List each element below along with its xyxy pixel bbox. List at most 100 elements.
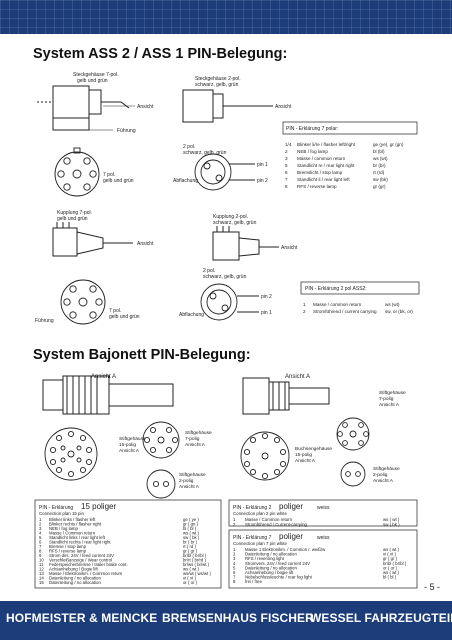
- pin15-row-15-desc: Datenleitung / no allocation: [49, 580, 101, 585]
- housing-2pol-top: [182, 89, 273, 123]
- pin7-title: PIN - Erklärung 7 polar:: [286, 126, 338, 132]
- svg-text:rt (rd): rt (rd): [373, 170, 385, 175]
- kupplung7-label-1: Kupplung 7-pol.: [57, 210, 92, 216]
- svg-text:bl (bl): bl (bl): [373, 149, 385, 154]
- buchse15-label-1: Buchsengehäuse: [295, 446, 332, 452]
- heading-ass-system: System ASS 2 / ASS 1 PIN-Belegung:: [33, 46, 288, 62]
- pin15-row-3-code: bl ( bl ): [183, 526, 197, 531]
- pin15-row-2-num: 2: [39, 522, 42, 527]
- svg-text:Standlicht li / rear light lef: Standlicht li / rear light left: [297, 177, 350, 182]
- pin15-row-12-desc: Achsanhebung / Bogie lift: [49, 567, 99, 572]
- svg-text:3: 3: [285, 156, 288, 161]
- brand-wessel: WESSEL FAHRZEUGTEILE: [310, 611, 452, 625]
- pin2w-subtitle: Connection plan 2 pin white: [233, 511, 288, 516]
- pin2w-table: PIN - Erklärung 2 poliger weiss Connecti…: [228, 499, 418, 527]
- pin15-row-4-num: 4: [39, 531, 42, 536]
- face-15pol: [44, 427, 98, 481]
- pin7w-row-4-desc: Stromvers. 24V / feed current 24V: [245, 561, 310, 566]
- stift7b-label-1: Stiftgehäuse: [185, 430, 212, 436]
- ass-diagram: Steckgehäuse 7-pol. gelb und grün Ansich…: [35, 72, 420, 325]
- pin2-title: PIN - Erklärung 2 pol ASS2:: [305, 286, 367, 292]
- kupplung-pol2-label-1: 2 pol.: [203, 268, 215, 274]
- ansicht-label-2: Ansicht: [275, 104, 292, 110]
- pin15-row-15-code: or ( or ): [183, 580, 198, 585]
- ansicht-label-4: Ansicht: [281, 245, 298, 251]
- kupplung-pol2-label-2: schwarz, gelb, grün: [203, 274, 247, 280]
- fuehrung-label-2: Führung: [35, 318, 54, 324]
- stift15-label-3: Ansicht A: [119, 448, 140, 454]
- pin15-row-6-desc: Standlicht rechts / rear light right: [49, 540, 111, 545]
- pin7w-title-suffix: weiss: [317, 535, 330, 541]
- svg-text:6: 6: [285, 170, 288, 175]
- pin15-row-2-code: gr ( gn ): [183, 522, 199, 527]
- pin15-row-1-code: ge ( ye ): [183, 517, 199, 522]
- heading-bajonett-system: System Bajonett PIN-Belegung:: [33, 347, 251, 363]
- pin7w-row-2-desc: Datenleitung / no allocation: [245, 552, 297, 557]
- pin15-table: PIN - Erklärung 15 poliger Connection pl…: [34, 499, 222, 589]
- pin2-label-2: pin 2: [261, 294, 272, 300]
- pin7w-subtitle: Connection plan 7 pin white: [233, 541, 288, 546]
- svg-text:sw ( bk ): sw ( bk ): [383, 522, 400, 527]
- bajonett-7-side: [242, 377, 330, 415]
- pin7w-row-4-code: br/bl ( br/bl ): [383, 561, 407, 566]
- svg-text:Masse / common return: Masse / common return: [297, 156, 346, 161]
- pin15-row-11-num: 11: [39, 562, 44, 567]
- svg-text:ws (wt): ws (wt): [385, 302, 400, 307]
- kupplung7-label-2: gelb und grün: [57, 216, 88, 222]
- bajonett-15-side: [42, 375, 174, 415]
- svg-text:ws ( wt ): ws ( wt ): [383, 517, 400, 522]
- stift7-label-2: 7-polig: [379, 396, 394, 402]
- stift7b-label-3: Ansicht A: [185, 442, 206, 448]
- pin15-title-big: 15 poliger: [81, 502, 116, 511]
- ansicht-a-right: Ansicht A: [285, 374, 310, 380]
- pin7w-table: PIN - Erklärung 7 poliger weiss Connecti…: [228, 529, 418, 589]
- svg-text:5: 5: [285, 163, 288, 168]
- bajonett-diagram: Ansicht A Ansicht A Stiftgehäuse 7-polig…: [34, 374, 418, 589]
- stift15-label-2: 15-polig: [119, 442, 136, 448]
- abflachung-label-2: Abflachung: [179, 312, 204, 318]
- pin15-title-prefix: PIN - Erklärung: [39, 505, 73, 511]
- pin15-row-11-code: br/ws ( br/wt ): [183, 562, 210, 567]
- pin15-row-12-num: 12: [39, 567, 44, 572]
- pin15-row-13-desc: Masse / Elektronikm. / Common return: [49, 571, 123, 576]
- housing7-label-2: gelb und grün: [77, 78, 108, 84]
- pin7w-row-5-desc: Datenleitung / no allocation: [245, 565, 297, 570]
- housing2-label-1: Steckgehäuse 2-pol.: [195, 76, 241, 82]
- stift7b-label-2: 7-polig: [185, 436, 200, 442]
- buchse15-label-3: Ansicht A: [295, 458, 316, 464]
- svg-text:2: 2: [285, 149, 288, 154]
- stift15-label-1: Stiftgehäuse: [119, 436, 146, 442]
- svg-text:Blinker li/re / flasher left/r: Blinker li/re / flasher left/right: [297, 142, 356, 147]
- ansicht-label: Ansicht: [137, 104, 154, 110]
- pin7w-row-7-desc: Nebelschlussleuchte / rear fog light: [245, 575, 313, 580]
- pin7w-row-6-code: ws ( wt ): [383, 570, 400, 575]
- face-2pol: [194, 153, 255, 191]
- pol7-label-2: gelb und grün: [103, 178, 134, 184]
- pin7w-row-1-desc: Masse 1 Elektronikm. / Common r. weiß/w: [245, 547, 326, 552]
- pin15-row-6-code: br ( br ): [183, 540, 198, 545]
- svg-text:Masse / Common return: Masse / Common return: [245, 517, 293, 522]
- pin15-row-10-num: 10: [39, 558, 44, 563]
- pin7w-row-6-desc: Achsanhebung / bogie lift: [245, 570, 294, 575]
- pin15-row-14-code: vi ( vt ): [183, 576, 196, 581]
- pin7w-row-7-num: 7: [233, 575, 236, 580]
- ansicht-label-3: Ansicht: [137, 241, 154, 247]
- pin15-row-5-code: sw ( bk ): [183, 535, 200, 540]
- pin15-row-7-desc: Bremse / stop lamp: [49, 544, 87, 549]
- svg-text:Stromführend / current carryin: Stromführend / current carrying: [313, 309, 377, 314]
- pin15-row-10-desc: Verschleißanzeige / Wear control: [49, 558, 112, 563]
- face-15pol-buchse: [240, 431, 290, 481]
- header-band: [0, 0, 452, 34]
- pin15-row-12-code: ws ( wt ): [183, 567, 200, 572]
- fuehrung-label: Führung: [117, 128, 136, 134]
- pin1-label-2: pin 1: [261, 310, 272, 316]
- ansicht-a-left: Ansicht A: [91, 374, 116, 380]
- pin15-row-10-code: br/rt ( br/rd ): [183, 558, 206, 563]
- stift2b-label-3: Ansicht A: [373, 478, 394, 484]
- svg-text:Masse / common return: Masse / common return: [313, 302, 362, 307]
- pin15-row-1-desc: Blinker links / flasher left: [49, 517, 96, 522]
- svg-text:8: 8: [285, 184, 288, 189]
- pin7w-row-8-num: 8: [233, 579, 236, 584]
- pol2-label-2: schwarz, gelb, grün: [183, 150, 227, 156]
